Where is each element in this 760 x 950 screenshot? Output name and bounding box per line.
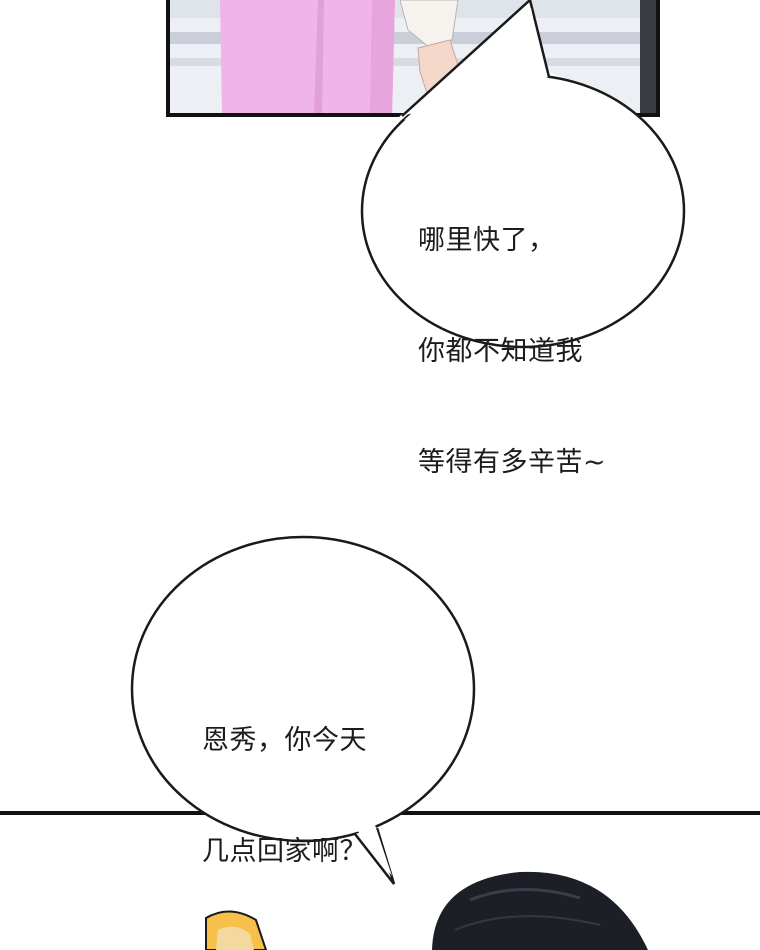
pink-outfit — [220, 0, 395, 115]
speech-bubble-1-text: 哪里快了， 你都不知道我 等得有多辛苦~ — [418, 148, 606, 518]
top-panel — [166, 0, 660, 117]
speech-line: 几点回家啊？ — [202, 836, 367, 867]
speech-line: 恩秀，你今天 — [202, 725, 367, 756]
speech-bubble-2 — [130, 535, 476, 885]
speech-line: 等得有多辛苦~ — [418, 447, 607, 478]
speech-bubble-2-text: 恩秀，你今天 几点回家啊？ — [202, 648, 367, 907]
speech-line: 哪里快了， — [418, 225, 556, 256]
bottom-panel — [0, 811, 760, 950]
dark-hair — [432, 871, 648, 950]
speech-bubble-1 — [360, 0, 686, 349]
speech-line: 你都不知道我 — [418, 336, 583, 367]
